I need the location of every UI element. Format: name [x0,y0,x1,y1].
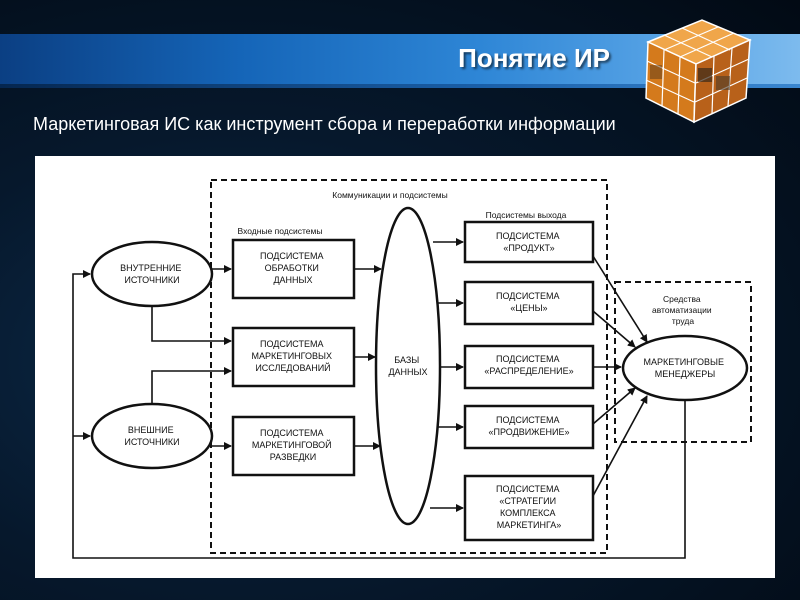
output-group-label: Подсистемы выхода [486,210,567,220]
input-box-marketing-research [231,326,356,388]
arrow-promotion-to-managers [592,387,636,425]
output-box-product-label: ПОДСИСТЕМА «ПРОДУКТ» [496,231,562,253]
output-box-promotion-label: ПОДСИСТЕМА «ПРОДВИЖЕНИЕ» [489,415,570,437]
external-sources-node [90,402,214,470]
arrow-price-to-managers [592,310,636,348]
input-box-data-processing [231,238,356,300]
marketing-is-diagram: Коммуникации и подсистемы Входные подсис… [35,156,775,578]
output-box-product [463,220,595,264]
arrow-strategy-to-managers [592,395,648,497]
marketing-managers-label: МАРКЕТИНГОВЫЕ МЕНЕДЖЕРЫ [643,357,726,379]
feedback-managers-to-internal [72,270,686,559]
output-box-price-label: ПОДСИСТЕМА «ЦЕНЫ» [496,291,562,313]
database-label: БАЗЫ ДАННЫХ [388,355,427,377]
arrow-external-to-research [151,367,232,404]
marketing-managers-node [621,334,749,402]
automation-group-frame [614,281,752,443]
slide-title: Понятие ИР [458,43,610,73]
input-box-data-processing-label: ПОДСИСТЕМА ОБРАБОТКИ ДАННЫХ [260,251,326,285]
arrow-internal-to-research [151,306,232,345]
input-group-label: Входные подсистемы [238,226,323,236]
input-box-marketing-intelligence-label: ПОДСИСТЕМА МАРКЕТИНГОВОЙ РАЗВЕДКИ [252,428,334,462]
arrow-product-to-managers [592,255,648,343]
cube-photo-logo-icon [645,19,752,124]
internal-sources-label: ВНУТРЕННИЕ ИСТОЧНИКИ [120,263,184,285]
communications-group-label: Коммуникации и подсистемы [332,190,447,200]
input-box-marketing-research-label: ПОДСИСТЕМА МАРКЕТИНГОВЫХ ИССЛЕДОВАНИЙ [251,339,334,373]
output-box-distribution-label: ПОДСИСТЕМА «РАСПРЕДЕЛЕНИЕ» [484,354,573,376]
output-box-marketing-mix-strategy [463,474,595,542]
database-node [374,206,442,526]
internal-sources-node [90,240,214,308]
external-sources-label: ВНЕШНИЕ ИСТОЧНИКИ [124,425,179,447]
slide-subtitle: Маркетинговая ИС как инструмент сбора и … [33,114,616,134]
output-box-promotion [463,404,595,450]
automation-group-label: Средства автоматизации труда [652,294,714,326]
output-box-price [463,280,595,326]
output-box-marketing-mix-strategy-label: ПОДСИСТЕМА «СТРАТЕГИИ КОМПЛЕКСА МАРКЕТИН… [496,484,562,530]
